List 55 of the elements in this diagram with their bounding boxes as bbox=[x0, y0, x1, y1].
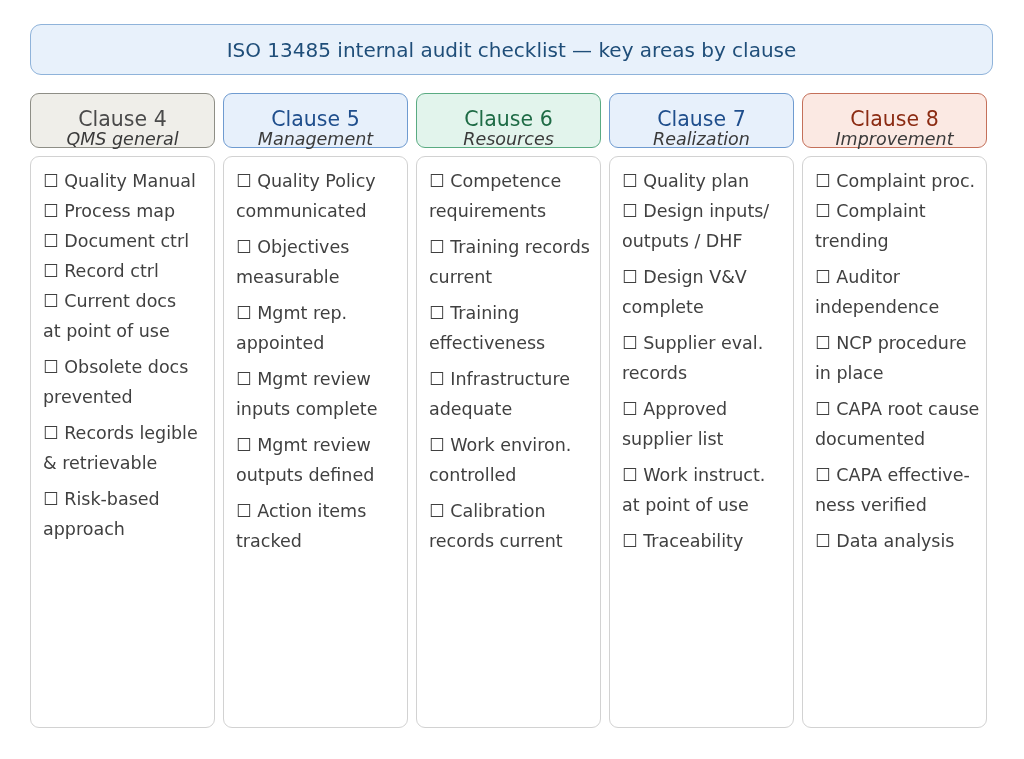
clause-header bbox=[223, 93, 408, 148]
checklist-item: ☐ Supplier eval. records bbox=[622, 332, 764, 385]
checklist-item: ☐ CAPA effective- ness verified bbox=[815, 464, 970, 517]
checklist-item: ☐ Work instruct. at point of use bbox=[622, 464, 766, 517]
checklist-item: ☐ Work environ. controlled bbox=[429, 434, 572, 487]
checklist-item: ☐ NCP procedure in place bbox=[815, 332, 967, 385]
checklist-item: ☐ Design inputs/ outputs / DHF bbox=[622, 200, 770, 253]
checklist-item: ☐ Quality plan bbox=[622, 170, 750, 193]
checklist-item: ☐ Process map bbox=[43, 200, 176, 223]
checklist-item: ☐ Objectives measurable bbox=[236, 236, 350, 289]
clause-title: Clause 4 bbox=[78, 109, 167, 130]
checklist-item: ☐ Mgmt rep. appointed bbox=[236, 302, 348, 355]
checklist-item: ☐ Mgmt review inputs complete bbox=[236, 368, 378, 421]
clause-header bbox=[609, 93, 794, 148]
checklist-panel bbox=[223, 156, 408, 728]
checklist-item: ☐ Record ctrl bbox=[43, 260, 159, 283]
clause-header bbox=[30, 93, 215, 148]
clause-subtitle: Resources bbox=[463, 130, 554, 148]
checklist-item: ☐ Training effectiveness bbox=[429, 302, 546, 355]
checklist-item: ☐ Data analysis bbox=[815, 530, 955, 553]
clause-subtitle: QMS general bbox=[66, 130, 179, 148]
checklist-item: ☐ Quality Policy communicated bbox=[236, 170, 376, 223]
clause-header bbox=[416, 93, 601, 148]
checklist-item: ☐ Mgmt review outputs defined bbox=[236, 434, 375, 487]
checklist-item: ☐ Design V&V complete bbox=[622, 266, 747, 319]
checklist-item: ☐ Risk-based approach bbox=[43, 488, 160, 541]
checklist-item: ☐ Traceability bbox=[622, 530, 744, 553]
checklist-item: ☐ CAPA root cause documented bbox=[815, 398, 980, 451]
clause-title: Clause 6 bbox=[464, 109, 553, 130]
checklist-item: ☐ Approved supplier list bbox=[622, 398, 728, 451]
checklist-item: ☐ Current docs at point of use bbox=[43, 290, 177, 343]
checklist-panel bbox=[416, 156, 601, 728]
checklist-panel bbox=[30, 156, 215, 728]
checklist-item: ☐ Calibration records current bbox=[429, 500, 563, 553]
checklist-item: ☐ Competence requirements bbox=[429, 170, 562, 223]
checklist-panel bbox=[609, 156, 794, 728]
clause-subtitle: Improvement bbox=[835, 130, 954, 148]
checklist-item: ☐ Quality Manual bbox=[43, 170, 196, 193]
checklist-item: ☐ Training records current bbox=[429, 236, 590, 289]
clause-title: Clause 5 bbox=[271, 109, 360, 130]
clause-subtitle: Realization bbox=[653, 130, 750, 148]
checklist-item: ☐ Document ctrl bbox=[43, 230, 189, 253]
clause-title: Clause 8 bbox=[850, 109, 939, 130]
clause-header bbox=[802, 93, 987, 148]
diagram-title: ISO 13485 internal audit checklist — key areas by clause bbox=[226, 37, 797, 62]
clause-subtitle: Management bbox=[257, 130, 374, 148]
checklist-item: ☐ Action items tracked bbox=[236, 500, 367, 553]
checklist-item: ☐ Auditor independence bbox=[815, 266, 940, 319]
checklist-item: ☐ Infrastructure adequate bbox=[429, 368, 570, 421]
checklist-panel bbox=[802, 156, 987, 728]
checklist-item: ☐ Complaint proc. bbox=[815, 170, 976, 193]
checklist-item: ☐ Complaint trending bbox=[815, 200, 926, 253]
checklist-item: ☐ Obsolete docs prevented bbox=[43, 356, 189, 409]
checklist-item: ☐ Records legible & retrievable bbox=[43, 422, 198, 475]
clause-title: Clause 7 bbox=[657, 109, 746, 130]
